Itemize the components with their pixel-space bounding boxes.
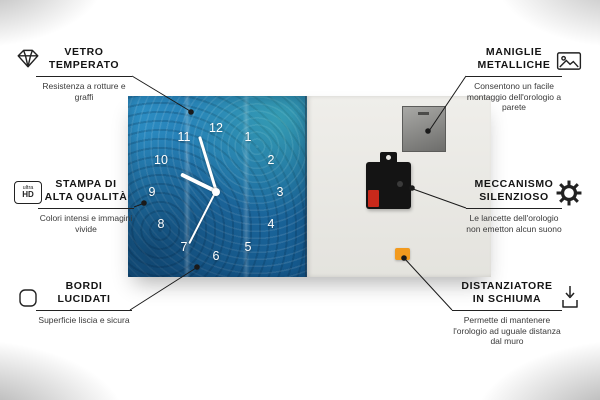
- picture-frame-icon: [556, 50, 582, 72]
- callout-title: MANIGLIE METALLICHE: [466, 46, 562, 77]
- second-hand: [188, 191, 216, 245]
- callout-distanziatore-schiuma: DISTANZIATORE IN SCHIUMA Permette di man…: [452, 280, 562, 347]
- title-line: BORDI: [65, 280, 103, 292]
- hanger-slot: [418, 112, 429, 115]
- callout-vetro-temperato: VETRO TEMPERATO Resistenza a rotture e g…: [36, 46, 132, 102]
- clock-number: 7: [180, 240, 188, 254]
- clock-number: 5: [244, 240, 252, 254]
- clock-back-view: [307, 96, 491, 277]
- mechanism-hanging-tab: [380, 152, 397, 163]
- clock-number: 4: [267, 217, 275, 231]
- callout-title: VETRO TEMPERATO: [36, 46, 132, 77]
- callout-description: Permette di mantenere l'orologio ad ugua…: [453, 315, 561, 346]
- clock-number: 10: [154, 153, 168, 167]
- metal-hanger-plate: [402, 106, 446, 152]
- callout-stampa-alta-qualita: STAMPA DI ALTA QUALITÀ Colori intensi e …: [38, 178, 134, 234]
- callout-title: MECCANISMO SILENZIOSO: [466, 178, 562, 209]
- callout-description: Resistenza a rotture e graffi: [42, 81, 126, 102]
- hanging-hole: [386, 155, 391, 160]
- title-line: MANIGLIE: [485, 46, 543, 58]
- callout-maniglie-metalliche: MANIGLIE METALLICHE Consentono un facile…: [466, 46, 562, 113]
- ultra-hd-icon-top: ultra: [22, 184, 34, 191]
- callout-description: Superficie liscia e sicura: [38, 315, 130, 325]
- title-line: STAMPA DI: [55, 178, 117, 190]
- clock-number: 6: [212, 249, 220, 263]
- clock-center-cap: [212, 188, 220, 196]
- clock-number: 12: [209, 121, 223, 135]
- callout-bordi-lucidati: BORDI LUCIDATI Superficie liscia e sicur…: [36, 280, 132, 326]
- clock-number: 3: [276, 185, 284, 199]
- ultra-hd-icon-bottom: HD: [22, 190, 34, 200]
- clock-product-image: 12 1 2 3 4 5 6 7 8 9 10 11: [128, 96, 491, 277]
- clock-number: 8: [157, 217, 165, 231]
- callout-title: STAMPA DI ALTA QUALITÀ: [38, 178, 134, 209]
- clock-front-view: 12 1 2 3 4 5 6 7 8 9 10 11: [128, 96, 307, 277]
- callout-description: Colori intensi e immagini vivide: [39, 213, 133, 234]
- callout-meccanismo-silenzioso: MECCANISMO SILENZIOSO Le lancette dell'o…: [466, 178, 562, 234]
- gear-icon: [556, 180, 582, 206]
- clock-number: 2: [267, 153, 275, 167]
- hand-shaft: [397, 181, 403, 187]
- ultra-hd-icon: ultra HD: [14, 181, 42, 204]
- title-line: TEMPERATO: [48, 59, 120, 71]
- title-line: LUCIDATI: [57, 293, 111, 305]
- clock-number: 9: [148, 185, 156, 199]
- title-line: VETRO: [64, 46, 104, 58]
- clock-number: 11: [177, 130, 191, 144]
- callout-description: Le lancette dell'orologio non emetton al…: [466, 213, 562, 234]
- battery: [368, 190, 379, 207]
- title-line: METALLICHE: [477, 59, 551, 71]
- title-line: ALTA QUALITÀ: [44, 191, 128, 203]
- callout-description: Consentono un facile montaggio dell'orol…: [466, 81, 562, 112]
- title-line: DISTANZIATORE: [461, 280, 553, 292]
- callout-title: DISTANZIATORE IN SCHIUMA: [452, 280, 562, 311]
- spacer-arrow-icon: [558, 284, 582, 310]
- clock-number: 1: [244, 130, 252, 144]
- title-line: IN SCHIUMA: [472, 293, 542, 305]
- diamond-icon: [16, 47, 40, 69]
- callout-title: BORDI LUCIDATI: [36, 280, 132, 311]
- foam-spacer: [395, 248, 410, 260]
- title-line: MECCANISMO: [474, 178, 554, 190]
- title-line: SILENZIOSO: [479, 191, 549, 203]
- clock-mechanism: [366, 152, 411, 209]
- rounded-edge-icon: [18, 288, 38, 308]
